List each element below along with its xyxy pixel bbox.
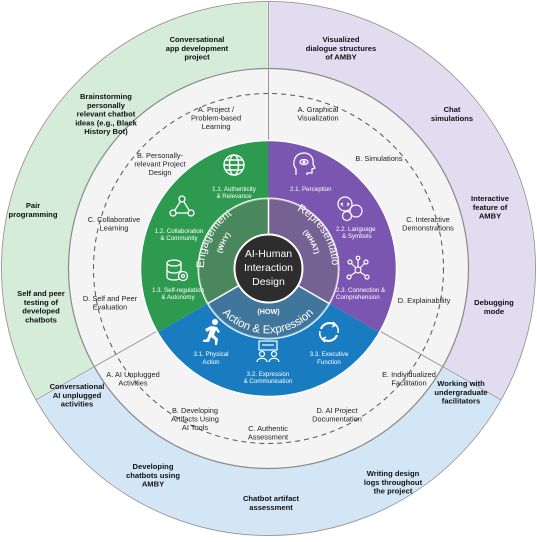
svg-text:& Symbols: & Symbols (342, 233, 372, 240)
action-item-3: 3.3. Executive Function (310, 321, 349, 366)
core-line-3: Design (252, 276, 285, 288)
code-bubbles-icon (337, 196, 363, 222)
action-subtitle: (HOW) (257, 307, 280, 316)
svg-text:3.2. Expression: 3.2. Expression (247, 371, 290, 378)
svg-text:& Relevance: & Relevance (216, 193, 252, 200)
representation-item-1: 2.1. Perception (290, 152, 332, 193)
svg-text:1.1. Authenticity: 1.1. Authenticity (212, 186, 257, 193)
svg-text:& Autonomy: & Autonomy (161, 294, 195, 301)
core-line-1: AI-Human (245, 248, 292, 260)
core-circle (233, 233, 304, 304)
divider-left (35, 325, 167, 401)
svg-text:2.2. Language: 2.2. Language (336, 226, 376, 233)
svg-text:& Communication: & Communication (244, 378, 293, 385)
engagement-item-3: 1.3. Self-regulation & Autonomy (152, 259, 205, 301)
svg-text:2.3. Connection &: 2.3. Connection & (336, 287, 386, 294)
database-gear-icon (166, 259, 189, 282)
strategy-representation-4: D. Explainability (398, 296, 451, 305)
svg-text:Function: Function (317, 359, 341, 366)
svg-text:3.1. Physical: 3.1. Physical (193, 351, 228, 358)
action-item-2: 3.2. Expression & Communication (244, 340, 293, 385)
middle-ring-dashed-border (93, 93, 444, 444)
svg-text:& Community: & Community (160, 235, 198, 242)
representation-item-2: 2.2. Language & Symbols (336, 196, 376, 240)
running-person-icon (203, 319, 220, 345)
representation-item-3: 2.3. Connection & Comprehension (336, 255, 386, 301)
svg-text:Comprehension: Comprehension (336, 294, 380, 301)
engagement-item-1: 1.1. Authenticity & Relevance (212, 154, 257, 200)
network-nodes-icon (346, 255, 370, 280)
strategy-representation-2: B. Simulations (355, 154, 403, 163)
svg-text:3.3. Executive: 3.3. Executive (310, 351, 349, 358)
cycle-arrows-icon (318, 321, 340, 343)
head-eye-icon (293, 152, 316, 175)
globe-icon (223, 154, 245, 176)
divider-right (370, 325, 502, 401)
action-item-1: 3.1. Physical Action (193, 319, 229, 366)
svg-text:Action: Action (202, 359, 220, 366)
svg-text:2.1. Perception: 2.1. Perception (290, 186, 332, 193)
core-line-2: Interaction (244, 262, 293, 274)
presentation-people-icon (256, 340, 280, 363)
svg-text:1.2. Collaboration: 1.2. Collaboration (155, 228, 204, 235)
svg-text:1.3. Self-regulation: 1.3. Self-regulation (152, 287, 204, 294)
engagement-item-2: 1.2. Collaboration & Community (155, 195, 204, 242)
team-network-icon (169, 195, 195, 217)
